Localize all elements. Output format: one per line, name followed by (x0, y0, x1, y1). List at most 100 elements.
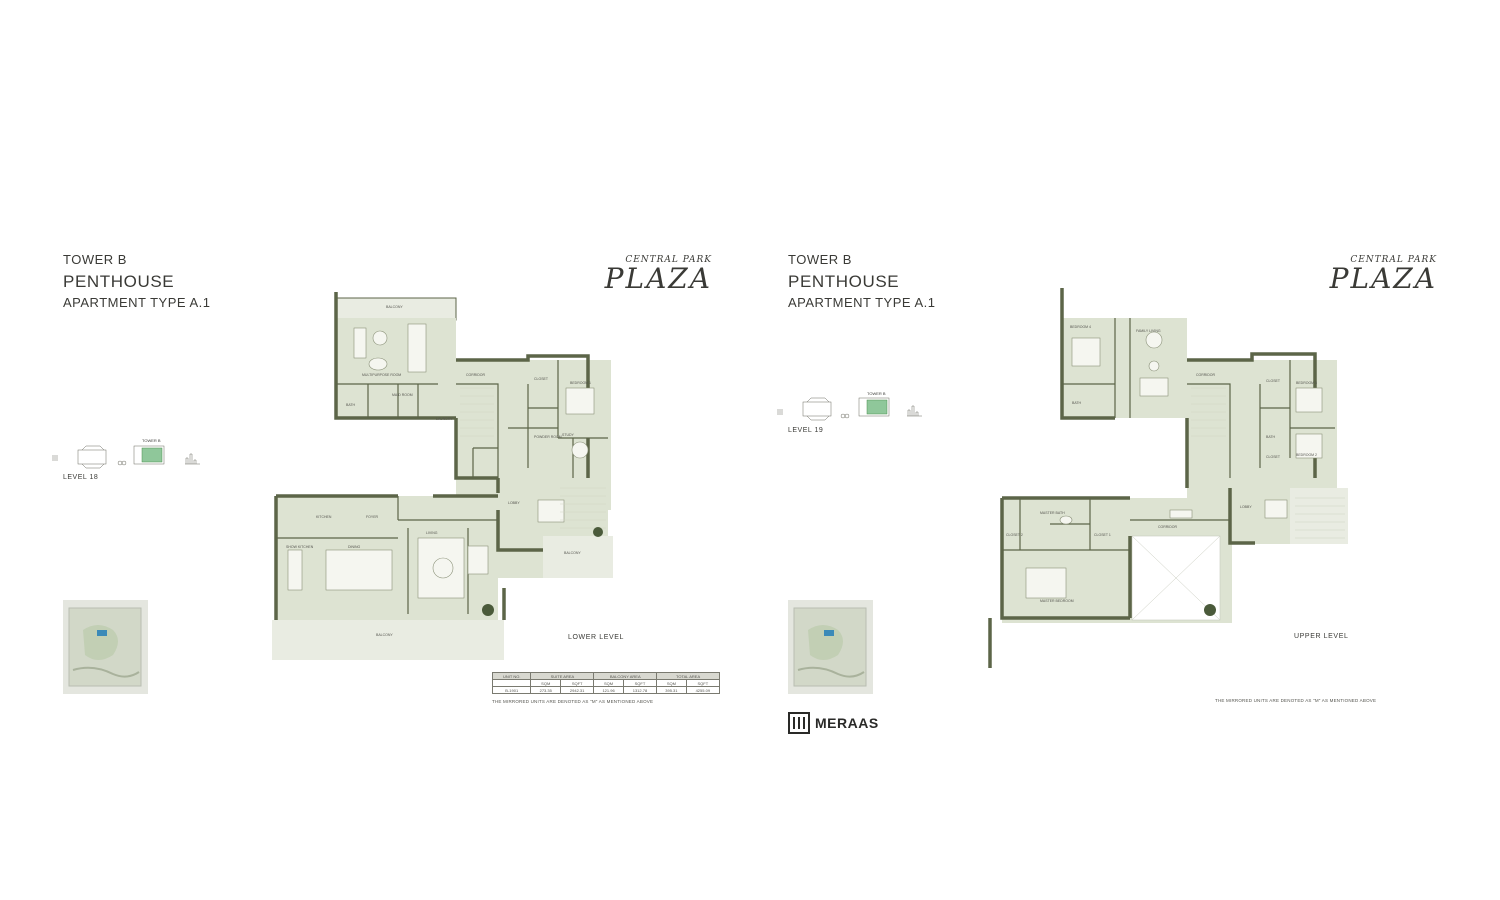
tower-keyplan-icon (52, 445, 200, 469)
svg-text:BEDROOM 2: BEDROOM 2 (1296, 453, 1317, 457)
svg-text:BEDROOM 4: BEDROOM 4 (1070, 325, 1091, 329)
tower-tag: TOWER B (867, 391, 886, 396)
area-sub-cell: SQFT (685, 679, 721, 687)
brand-top: CENTRAL PARK (625, 255, 712, 265)
brand-logo: CENTRAL PARK PLAZA (602, 255, 712, 293)
svg-text:BEDROOM 1: BEDROOM 1 (570, 381, 591, 385)
area-table-header: UNIT NO. SUITE AREA BALCONY AREA TOTAL A… (491, 672, 720, 680)
interior-walls (276, 360, 608, 614)
unit-label: PENTHOUSE (788, 272, 900, 291)
area-sub-cell (491, 679, 532, 687)
area-header-cell: UNIT NO. (491, 672, 532, 680)
plan-level-name: UPPER LEVEL (1294, 633, 1349, 640)
svg-text:KITCHEN: KITCHEN (316, 515, 332, 519)
area-cell: 395.31 (656, 686, 687, 694)
area-table-row: B-1901 273.35 2942.31 121.96 1312.78 395… (491, 686, 721, 694)
plan-level-name: LOWER LEVEL (568, 634, 625, 641)
area-header-cell: TOTAL AREA (656, 672, 720, 680)
area-cell: 4255.09 (685, 686, 721, 694)
svg-text:CORRIDOR: CORRIDOR (466, 373, 486, 377)
svg-text:STUDY: STUDY (562, 433, 575, 437)
level-label: LEVEL 18 (63, 474, 99, 481)
room-labels: BEDROOM 4 FAMILY LIVING BATH CORRIDOR CL… (1006, 325, 1317, 603)
site-plan-thumbnail (63, 600, 148, 694)
svg-text:LOBBY: LOBBY (1240, 505, 1252, 509)
svg-text:MASTER BATH: MASTER BATH (1040, 511, 1065, 515)
svg-text:BATH: BATH (1072, 401, 1082, 405)
area-sub-cell: SQFT (559, 679, 595, 687)
brand-top: CENTRAL PARK (1350, 255, 1437, 265)
svg-text:BEDROOM 3: BEDROOM 3 (1296, 381, 1317, 385)
apartment-type-label: APARTMENT TYPE A.1 (788, 295, 936, 310)
lower-level-floorplan: BALCONY MULTIPURPOSE ROOM CORRIDOR CLOSE… (272, 292, 613, 660)
floor-areas (272, 297, 613, 660)
column-marker (593, 527, 603, 537)
mirrored-units-note: THE MIRRORED UNITS ARE DENOTED AS "M" AS… (1215, 698, 1377, 703)
area-cell: B-1901 (491, 686, 532, 694)
upper-level-floorplan: BEDROOM 4 FAMILY LIVING BATH CORRIDOR CL… (988, 288, 1348, 668)
area-sub-cell: SQFT (622, 679, 658, 687)
furniture (287, 323, 595, 599)
area-sub-cell: SQM (530, 679, 561, 687)
svg-text:DINING: DINING (348, 545, 361, 549)
interior-walls (1002, 318, 1335, 551)
area-cell: 2942.31 (559, 686, 595, 694)
svg-text:FAMILY LIVING: FAMILY LIVING (1136, 329, 1161, 333)
area-sub-cell: SQM (656, 679, 687, 687)
area-header-cell: BALCONY AREA (593, 672, 658, 680)
column-marker (1204, 604, 1216, 616)
walls (274, 292, 590, 620)
area-header-cell: SUITE AREA (530, 672, 595, 680)
svg-text:MASTER BEDROOM: MASTER BEDROOM (1040, 599, 1074, 603)
meraas-logo-text: MERAAS (815, 715, 879, 731)
floorplan-sheet-upper: TOWER B PENTHOUSE APARTMENT TYPE A.1 CEN… (725, 0, 1500, 900)
area-table: UNIT NO. SUITE AREA BALCONY AREA TOTAL A… (491, 672, 721, 694)
tower-label: TOWER B (788, 252, 852, 267)
svg-text:LIVING: LIVING (426, 531, 438, 535)
walls (988, 288, 1317, 668)
mirrored-units-note: THE MIRRORED UNITS ARE DENOTED AS "M" AS… (492, 699, 654, 704)
svg-text:MAID ROOM: MAID ROOM (392, 393, 413, 397)
svg-text:LAUNDRY: LAUNDRY (436, 417, 453, 421)
svg-text:CLOSET: CLOSET (534, 377, 549, 381)
svg-text:BATH: BATH (346, 403, 356, 407)
svg-text:BATH: BATH (1266, 435, 1276, 439)
level-label: LEVEL 19 (788, 427, 824, 434)
svg-text:BALCONY: BALCONY (386, 305, 403, 309)
tower-label: TOWER B (63, 252, 127, 267)
unit-label: PENTHOUSE (63, 272, 175, 291)
meraas-logo-icon (788, 712, 810, 734)
area-cell: 1312.78 (622, 686, 658, 694)
svg-text:SHOW KITCHEN: SHOW KITCHEN (286, 545, 314, 549)
svg-text:CORRIDOR: CORRIDOR (1196, 373, 1216, 377)
area-cell: 121.96 (593, 686, 624, 694)
tower-keyplan-icon (777, 397, 922, 421)
column-marker (482, 604, 494, 616)
svg-text:CLOSET: CLOSET (1266, 379, 1281, 383)
stair (460, 387, 606, 529)
svg-text:POWDER ROOM: POWDER ROOM (534, 435, 562, 439)
svg-text:CLOSET 1: CLOSET 1 (1094, 533, 1111, 537)
apartment-type-label: APARTMENT TYPE A.1 (63, 295, 211, 310)
svg-text:CORRIDOR: CORRIDOR (1158, 525, 1178, 529)
svg-text:LOBBY: LOBBY (508, 501, 520, 505)
brand-logo: CENTRAL PARK PLAZA (1327, 255, 1437, 293)
brand-main: PLAZA (604, 262, 712, 295)
brand-main: PLAZA (1329, 262, 1437, 295)
stair (1131, 387, 1345, 621)
floorplan-sheet-lower: TOWER B PENTHOUSE APARTMENT TYPE A.1 CEN… (52, 252, 721, 704)
room-labels: BALCONY MULTIPURPOSE ROOM CORRIDOR CLOSE… (286, 305, 591, 637)
meraas-logo: MERAAS (788, 712, 879, 734)
svg-text:MULTIPURPOSE ROOM: MULTIPURPOSE ROOM (362, 373, 401, 377)
title-block: TOWER B PENTHOUSE APARTMENT TYPE A.1 (63, 252, 210, 311)
area-table-subheader: SQM SQFT SQM SQFT SQM SQFT (491, 679, 721, 687)
svg-text:CLOSET 2: CLOSET 2 (1006, 533, 1023, 537)
svg-text:CLOSET: CLOSET (1266, 455, 1281, 459)
svg-text:BALCONY: BALCONY (376, 633, 393, 637)
area-cell: 273.35 (530, 686, 561, 694)
tower-tag: TOWER B (142, 438, 161, 443)
svg-text:BALCONY: BALCONY (564, 551, 581, 555)
title-block: TOWER B PENTHOUSE APARTMENT TYPE A.1 (788, 252, 935, 311)
furniture (1025, 331, 1323, 599)
site-plan-thumbnail (788, 600, 873, 694)
